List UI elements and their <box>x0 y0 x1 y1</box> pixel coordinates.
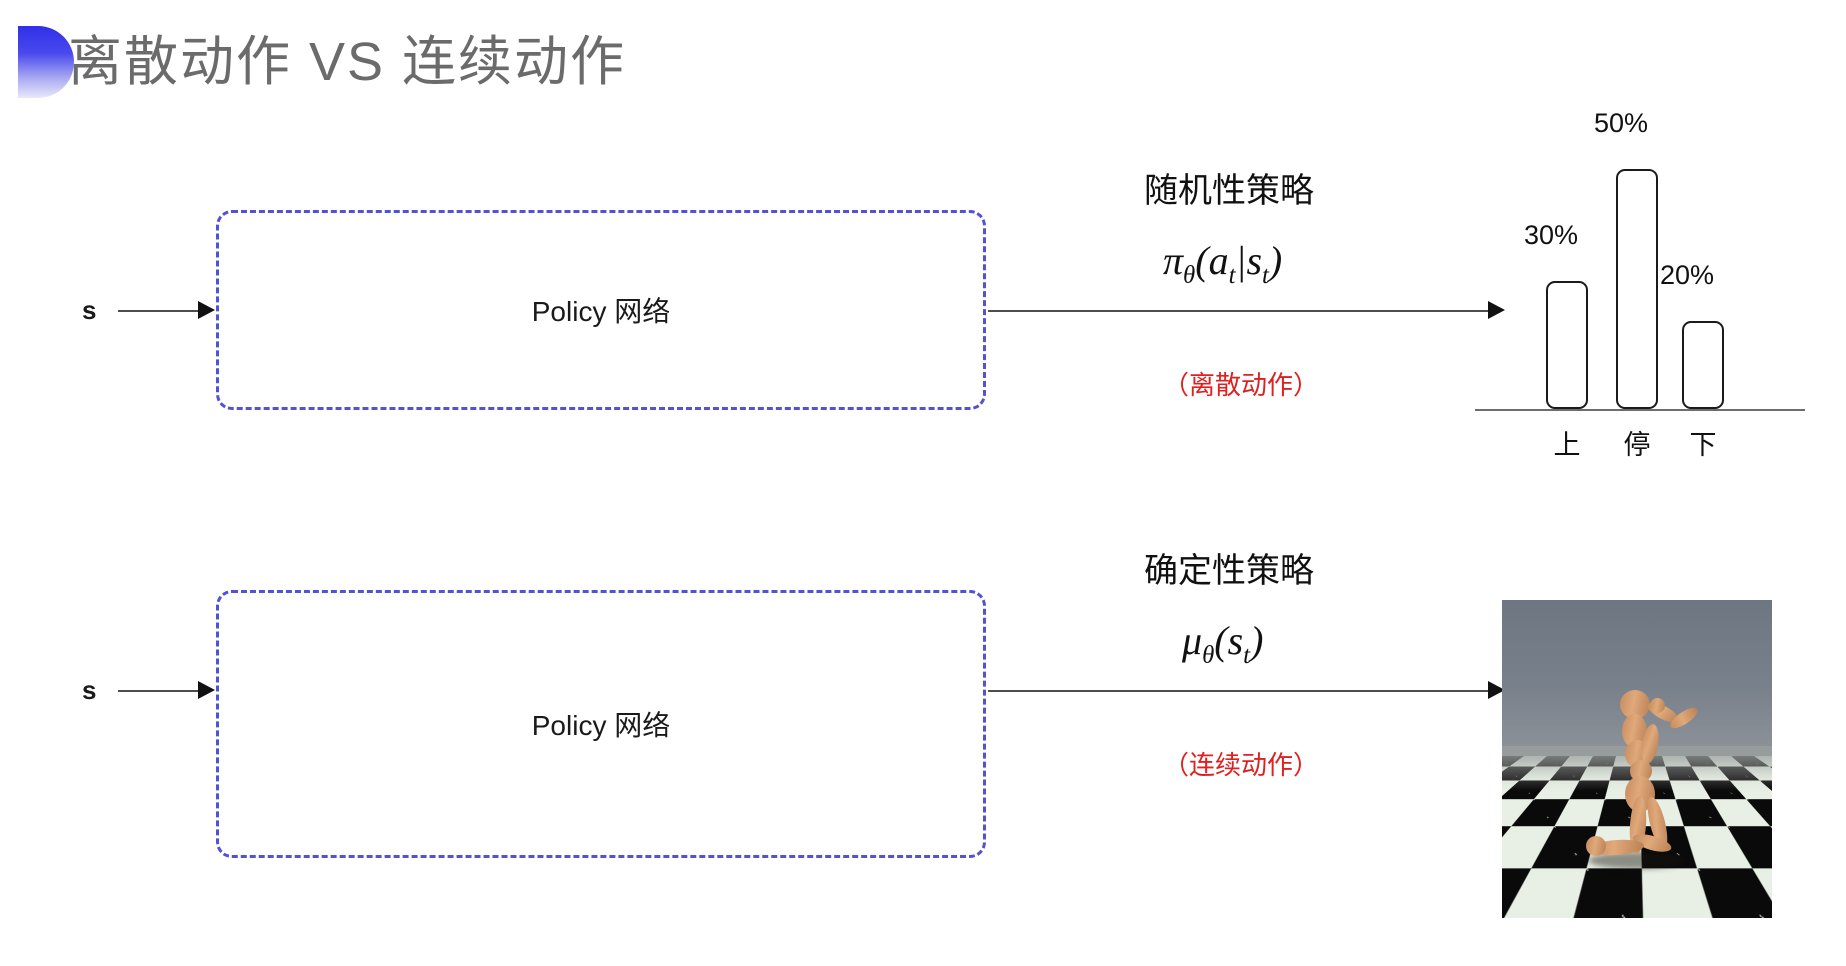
state-label-continuous: s <box>82 675 97 705</box>
formula-bar: | <box>1235 238 1247 283</box>
humanoid-left-foot <box>1586 836 1606 856</box>
output-arrow-line-continuous <box>988 690 1488 692</box>
policy-type-label-stochastic: 随机性策略 <box>1144 172 1314 210</box>
bar-0 <box>1546 281 1588 409</box>
bar-category-1: 停 <box>1623 430 1651 460</box>
policy-network-box-discrete[interactable]: Policy 网络 <box>216 210 986 410</box>
page-title: 离散动作 VS 连续动作 <box>68 32 627 92</box>
policy-note-continuous: （连续动作） <box>1163 750 1320 780</box>
bar-2 <box>1682 321 1724 409</box>
formula-close-2: ) <box>1250 618 1264 663</box>
formula-s: s <box>1246 238 1263 283</box>
input-arrow-line-discrete <box>118 310 200 312</box>
policy-note-discrete: （离散动作） <box>1163 370 1320 400</box>
formula-s2: s <box>1227 618 1244 663</box>
policy-network-label-discrete: Policy 网络 <box>531 296 671 327</box>
bar-category-0: 上 <box>1553 430 1581 460</box>
bar-value-1: 50% <box>1593 108 1649 138</box>
policy-type-label-deterministic: 确定性策略 <box>1144 552 1314 590</box>
policy-network-box-continuous[interactable]: Policy 网络 <box>216 590 986 858</box>
state-label-discrete: s <box>82 295 97 325</box>
bar-1 <box>1616 169 1658 409</box>
action-probability-chart: 30% 50% 20% 上 停 下 <box>1470 95 1810 460</box>
formula-s-sub: t <box>1262 262 1269 289</box>
policy-formula-stochastic: πθ(at|st) <box>1163 237 1282 290</box>
input-arrow-head-continuous <box>198 681 215 699</box>
humanoid-simulation-image <box>1502 600 1772 918</box>
input-arrow-head-discrete <box>198 301 215 319</box>
chart-baseline-axis <box>1475 409 1805 411</box>
formula-a-sub: t <box>1228 262 1236 289</box>
output-arrow-head-continuous <box>1488 681 1505 699</box>
input-arrow-line-continuous <box>118 690 200 692</box>
policy-formula-deterministic: μθ(st) <box>1182 617 1263 670</box>
output-arrow-line-discrete <box>988 310 1488 312</box>
formula-pi-sub: θ <box>1183 262 1196 289</box>
formula-open: ( <box>1195 238 1209 283</box>
bar-value-0: 30% <box>1523 220 1579 250</box>
policy-network-label-continuous: Policy 网络 <box>531 710 671 741</box>
bar-value-2: 20% <box>1659 260 1715 290</box>
title-bullet-decoration <box>18 26 74 98</box>
formula-s2-sub: t <box>1243 642 1251 669</box>
humanoid-right-hand <box>1650 698 1665 713</box>
formula-pi: π <box>1163 238 1184 283</box>
formula-a: a <box>1208 238 1229 283</box>
output-arrow-head-discrete <box>1488 301 1505 319</box>
bar-category-2: 下 <box>1689 430 1717 460</box>
formula-open-2: ( <box>1214 618 1228 663</box>
formula-mu: μ <box>1182 618 1203 663</box>
formula-mu-sub: θ <box>1202 642 1215 669</box>
sim-ground-shadow <box>1588 852 1684 869</box>
formula-close: ) <box>1268 238 1283 283</box>
